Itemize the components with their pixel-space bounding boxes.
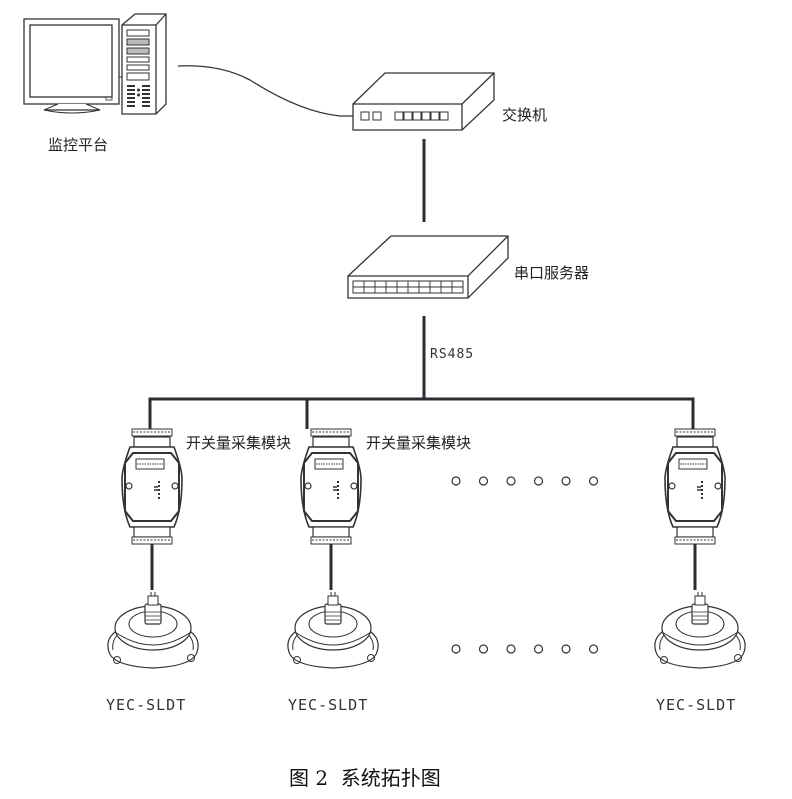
ellipsis-dot [588,644,599,654]
ellipsis-dot [451,476,461,486]
ellipsis-dot [478,476,489,486]
sensor-ellipsis [451,644,599,654]
ellipsis-dot [478,644,489,654]
sensor-1 [107,591,199,669]
module-2-label: 开关量采集模块 [366,434,471,452]
figure-caption: 图 2 系统拓扑图 [289,766,441,790]
switch-label: 交换机 [502,106,547,124]
module-1-label: 开关量采集模块 [186,434,291,452]
ellipsis-dot [561,644,571,654]
link-computer-switch [177,65,353,117]
monitor-platform-label: 监控平台 [48,136,108,154]
serial-server-icon [347,235,509,299]
network-switch-icon [352,72,495,131]
ellipsis-dot [533,644,544,654]
rs485-label: RS485 [430,347,474,362]
ellipsis-dot [588,476,599,486]
rs485-bus-line [148,397,695,429]
sensor-3-label: YEC-SLDT [656,696,736,714]
io-module-1 [121,428,183,545]
ellipsis-dot [506,644,516,654]
sensor-3 [654,591,746,669]
ellipsis-dot [451,644,461,654]
desktop-computer-icon [23,13,167,115]
sensor-2 [287,591,379,669]
ellipsis-dot [506,476,516,486]
io-module-2 [300,428,362,545]
sensor-2-label: YEC-SLDT [288,696,368,714]
serial-server-label: 串口服务器 [514,264,589,282]
ellipsis-dot [533,476,544,486]
sensor-1-label: YEC-SLDT [106,696,186,714]
ellipsis-dot [561,476,571,486]
io-module-3 [664,428,726,545]
module-ellipsis [451,476,599,486]
